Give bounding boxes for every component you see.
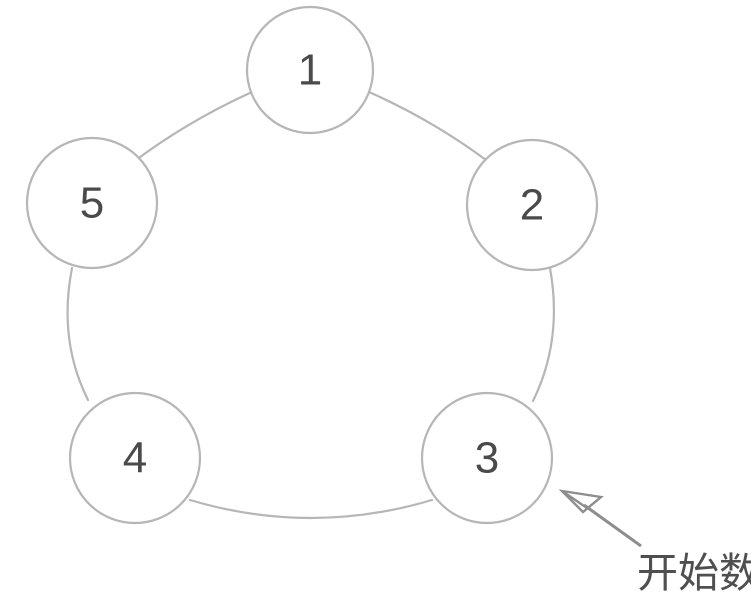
- node-4-circle[interactable]: [68, 391, 202, 525]
- node-1-circle[interactable]: [245, 5, 375, 135]
- start-pointer-arrow: [558, 489, 642, 548]
- node-3-label: 3: [475, 434, 499, 483]
- node-4[interactable]: 4: [68, 391, 202, 525]
- node-2-circle[interactable]: [465, 138, 599, 272]
- node-group: 1 2 3 4 5: [25, 5, 599, 525]
- node-3[interactable]: 3: [420, 391, 554, 525]
- edge-5-to-1: [134, 90, 254, 162]
- edge-2-to-3: [531, 266, 555, 403]
- node-2[interactable]: 2: [465, 138, 599, 272]
- arrow-head-inner-line: [561, 490, 588, 509]
- edge-1-to-2: [367, 90, 488, 162]
- node-4-label: 4: [123, 434, 147, 483]
- edge-3-to-4: [188, 498, 434, 520]
- node-5[interactable]: 5: [25, 136, 159, 270]
- node-2-label: 2: [520, 181, 544, 230]
- start-annotation-label: 开始数: [637, 549, 751, 597]
- node-5-circle[interactable]: [25, 136, 159, 270]
- node-3-circle[interactable]: [420, 391, 554, 525]
- arrow-head-icon: [558, 489, 604, 514]
- edge-group: [66, 90, 555, 520]
- node-5-label: 5: [80, 179, 104, 228]
- edge-4-to-5: [66, 266, 90, 402]
- arrow-shaft: [583, 503, 642, 548]
- node-1-label: 1: [298, 46, 322, 95]
- node-1[interactable]: 1: [245, 5, 375, 135]
